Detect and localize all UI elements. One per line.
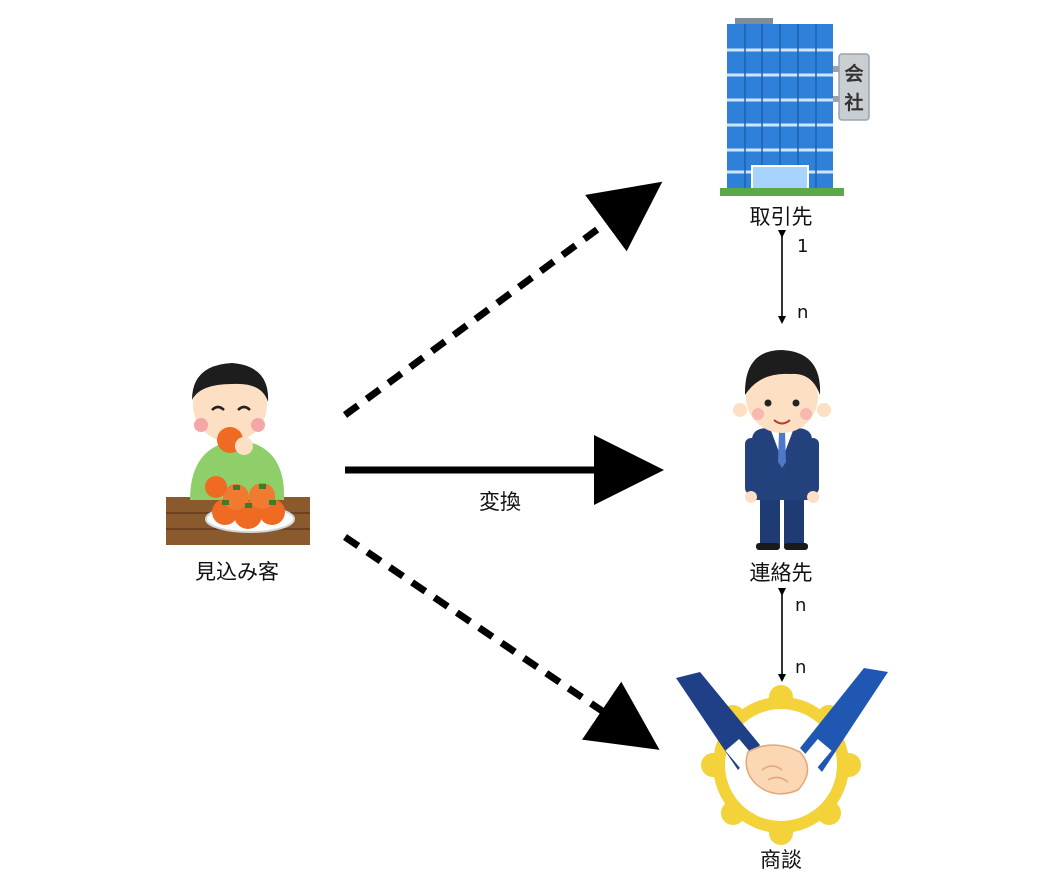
node-label-account: 取引先: [749, 205, 813, 229]
node-label-prospect: 見込み客: [195, 560, 279, 584]
building-illustration: 会 社: [720, 18, 870, 196]
edge-label-convert: 変換: [479, 490, 521, 514]
handshake-illustration: [676, 668, 888, 845]
arrow-prospect-to-deal: [343, 534, 660, 750]
businessman-illustration: [733, 350, 831, 550]
building-sign-char-1: 会: [844, 62, 863, 85]
arrow-prospect-to-account: [342, 181, 663, 418]
prospect-illustration: [166, 363, 310, 545]
node-label-deal: 商談: [760, 848, 802, 872]
building-sign-char-2: 社: [843, 91, 863, 114]
cardinality-contact-side-lower: n: [795, 595, 807, 616]
cardinality-contact-side-upper: n: [797, 302, 809, 323]
cardinality-account-side: 1: [797, 236, 809, 257]
cardinality-deal-side: n: [795, 657, 807, 678]
node-label-contact: 連絡先: [749, 561, 813, 585]
